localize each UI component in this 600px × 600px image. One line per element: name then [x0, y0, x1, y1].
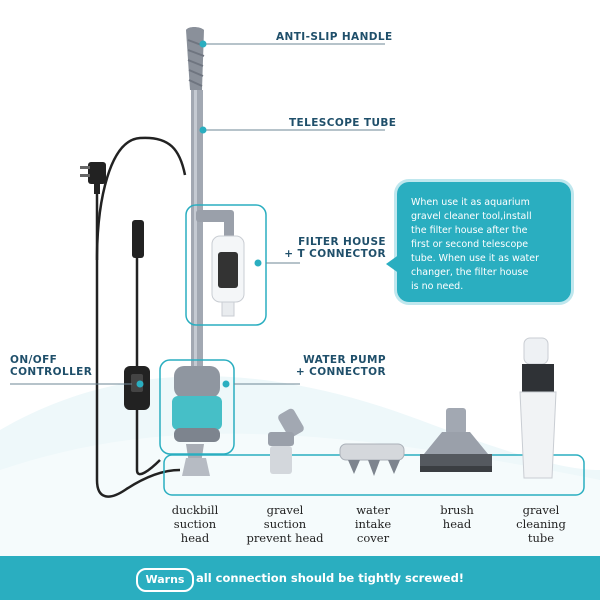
- onoff-controller-label-line2: CONTROLLER: [10, 366, 93, 378]
- plug-icon: [80, 162, 106, 194]
- info-line: gravel cleaner tool,install: [411, 211, 532, 222]
- accessory-label-line: brush: [440, 503, 474, 517]
- onoff-controller-label-line1: ON/OFF: [10, 354, 58, 366]
- accessory-label-line: duckbill: [171, 503, 219, 517]
- accessory-label-water-intake: water intake cover: [328, 503, 418, 545]
- accessory-label-line: head: [442, 517, 472, 531]
- warning-band: [0, 556, 600, 600]
- accessory-label-line: prevent head: [246, 531, 324, 545]
- filter-house-label-line1: FILTER HOUSE: [298, 236, 386, 248]
- info-box-pointer: [386, 254, 400, 274]
- gravel-cleaning-tube-icon: [519, 337, 557, 479]
- handle-icon: [186, 27, 205, 90]
- accessory-label-duckbill: duckbill suction head: [150, 503, 240, 545]
- accessory-label-line: water: [356, 503, 390, 517]
- warning-text: all connection should be tightly screwed…: [196, 571, 465, 585]
- accessory-label-line: gravel: [522, 503, 560, 517]
- info-line: the filter house after the: [411, 225, 528, 236]
- accessory-label-line: head: [180, 531, 210, 545]
- info-line: changer, the filter house: [411, 267, 529, 278]
- accessory-label-line: cover: [356, 531, 390, 545]
- gravel-prevent-head-icon: [268, 408, 304, 474]
- water-pump-label: WATER PUMP + CONNECTOR: [272, 354, 386, 378]
- accessory-label-line: tube: [527, 531, 555, 545]
- filter-house-icon: [211, 235, 245, 317]
- filter-house-label: FILTER HOUSE + T CONNECTOR: [272, 236, 386, 260]
- filter-house-label-line2: + T CONNECTOR: [284, 248, 386, 260]
- water-pump-label-line1: WATER PUMP: [303, 354, 386, 366]
- info-line: first or second telescope: [411, 239, 529, 250]
- accessory-label-brush: brush head: [412, 503, 502, 531]
- info-line: When use it as aquarium: [411, 197, 530, 208]
- accessory-label-cleaning-tube: gravel cleaning tube: [496, 503, 586, 545]
- accessory-label-line: suction: [173, 517, 217, 531]
- filter-house-info-box: When use it as aquarium gravel cleaner t…: [397, 182, 571, 302]
- brush-head-icon: [420, 408, 492, 472]
- water-pump-icon: [172, 366, 222, 470]
- onoff-controller-label: ON/OFF CONTROLLER: [10, 354, 92, 378]
- accessory-label-gravel-prevent: gravel suction prevent head: [240, 503, 330, 545]
- info-line: is no need.: [411, 281, 464, 292]
- accessory-label-line: cleaning: [516, 517, 566, 531]
- accessory-label-line: gravel: [266, 503, 304, 517]
- duckbill-head-icon: [182, 458, 210, 476]
- accessory-label-line: intake: [354, 517, 392, 531]
- accessory-label-line: suction: [263, 517, 307, 531]
- water-intake-cover-icon: [339, 443, 405, 476]
- anti-slip-handle-label: ANTI-SLIP HANDLE: [276, 31, 393, 43]
- water-pump-label-line2: + CONNECTOR: [295, 366, 386, 378]
- warns-badge: Warns: [136, 568, 194, 592]
- telescope-tube-label: TELESCOPE TUBE: [289, 117, 397, 129]
- info-line: tube. When use it as water: [411, 253, 540, 264]
